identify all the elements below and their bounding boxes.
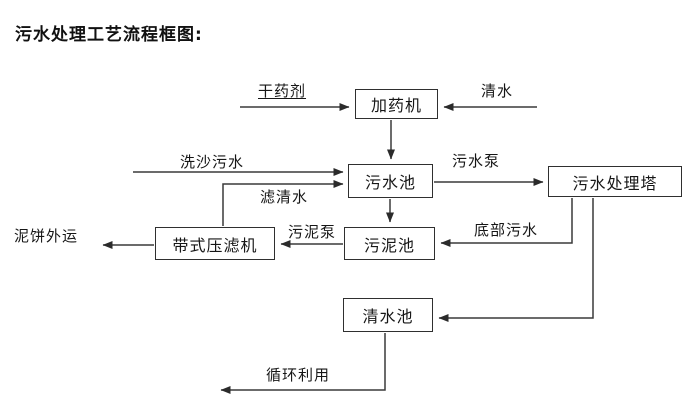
label-filtered-water: 滤清水 — [260, 188, 309, 206]
label-sand-washing-sewage: 洗沙污水 — [180, 153, 245, 171]
node-clean-water-pool: 清水池 — [343, 298, 433, 332]
label-sludge-pump: 污泥泵 — [288, 223, 337, 241]
edge-press-filteredwater-to-sewage-pool — [222, 180, 344, 226]
label-sewage-pump: 污水泵 — [452, 152, 501, 170]
label-bottom-sewage: 底部污水 — [474, 221, 539, 239]
label-clean-water: 清水 — [481, 82, 514, 100]
edge-tower-to-clean-water-pool — [438, 198, 594, 322]
edge-tower-bottom-sewage-to-sludge-pool — [440, 198, 573, 247]
label-dry-chemical: 干药剂 — [258, 82, 307, 100]
node-sludge-pool: 污泥池 — [344, 227, 435, 260]
edge-clean-water-pool-to-recycle — [220, 333, 386, 394]
label-mud-cake-out: 泥饼外运 — [14, 227, 79, 245]
diagram-title: 污水处理工艺流程框图: — [15, 25, 203, 45]
node-dosing-machine: 加药机 — [355, 89, 438, 119]
node-sewage-pool: 污水池 — [348, 164, 433, 198]
label-recycle: 循环利用 — [266, 366, 331, 384]
node-belt-filter-press: 带式压滤机 — [155, 227, 275, 260]
node-treatment-tower: 污水处理塔 — [548, 166, 682, 197]
